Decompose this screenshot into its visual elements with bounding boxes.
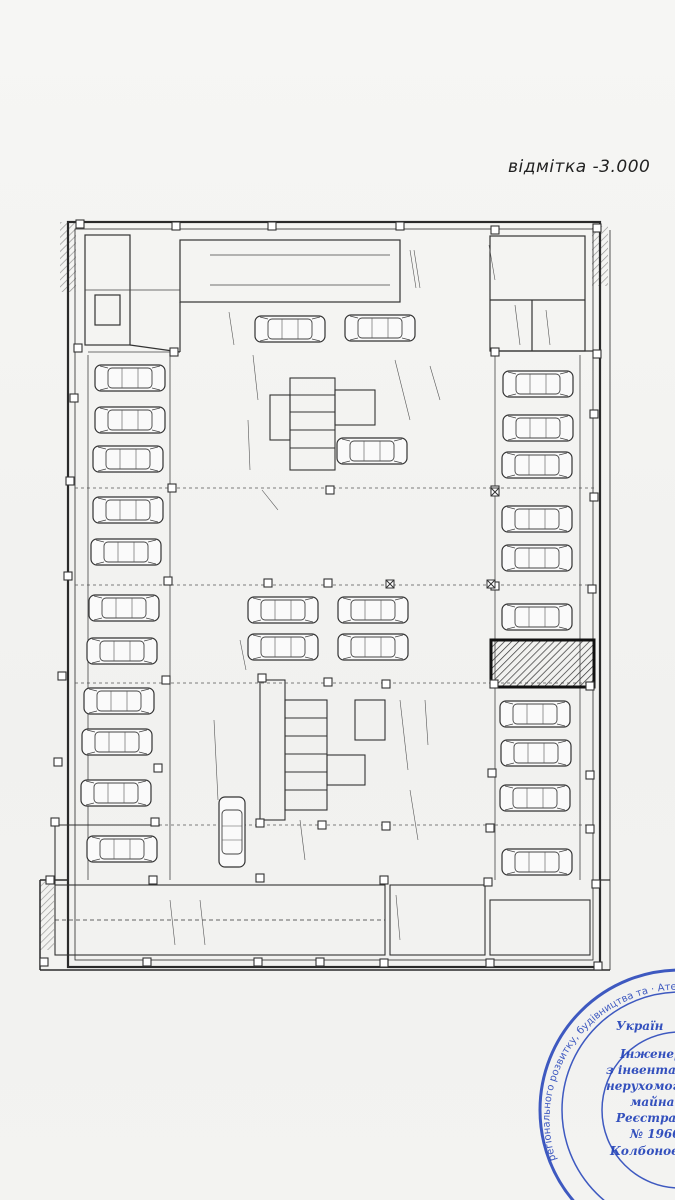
stamp-line-3: нерухомого: [606, 1079, 675, 1093]
elevation-label: відмітка -3.000: [508, 157, 651, 177]
bottom-strip: [54, 824, 591, 956]
svg-text:регіонального розвитку, будівн: регіонального розвитку, будівництва та ·…: [0, 0, 675, 1162]
wall-hatch: [592, 226, 608, 286]
annotations: [169, 244, 551, 946]
stamp-line-6: № 1960: [629, 1127, 675, 1141]
stamp-line-2: з інвентаризації: [606, 1063, 675, 1077]
stamp-line-7: Колбонов Іван Вт: [609, 1144, 675, 1158]
stamp-line-1: Інженер: [619, 1047, 675, 1061]
stamp-line-5: Реєстраційн: [615, 1111, 675, 1125]
highlighted-parking-space: [489, 638, 596, 689]
wall-hatch: [60, 222, 76, 292]
upper-core: [269, 377, 376, 471]
wall-hatch: [40, 880, 54, 950]
stamp-line-0: Україн: [616, 1019, 664, 1033]
stamp-line-4: майна: [630, 1095, 674, 1109]
lower-core: [259, 679, 386, 821]
markers: [385, 487, 500, 589]
outer-walls: [39, 220, 611, 971]
